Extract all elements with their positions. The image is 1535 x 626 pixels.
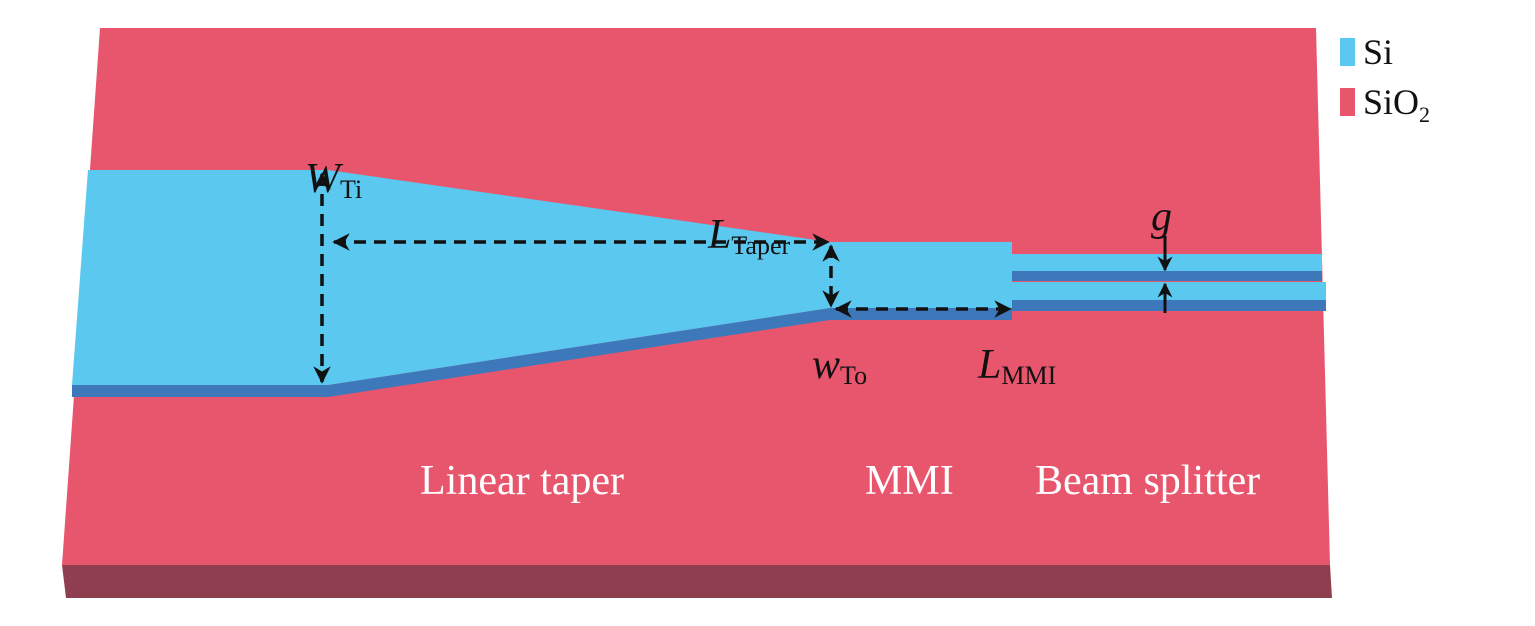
l-taper-label: LTaper xyxy=(707,212,791,260)
lower-arm xyxy=(1012,282,1326,300)
mmi-section xyxy=(830,242,1012,308)
upper-arm xyxy=(1012,254,1322,271)
upper-arm-side xyxy=(1012,271,1322,281)
legend: Si SiO2 xyxy=(1340,32,1430,127)
linear-taper xyxy=(72,170,830,385)
w-ti-label: WTi xyxy=(305,156,362,204)
region-label-mmi: MMI xyxy=(865,458,954,504)
g-label: g xyxy=(1151,194,1172,240)
legend-label-sio2: SiO2 xyxy=(1363,82,1430,127)
taper-side xyxy=(72,308,830,397)
l-mmi-label: LMMI xyxy=(977,342,1056,390)
legend-swatch-sio2 xyxy=(1340,88,1355,116)
region-label-taper: Linear taper xyxy=(420,458,624,504)
w-to-label: wTo xyxy=(812,342,867,390)
lower-arm-side xyxy=(1012,300,1326,311)
region-label-splitter: Beam splitter xyxy=(1035,458,1260,504)
sio2-substrate-front xyxy=(62,565,1332,598)
legend-swatch-si xyxy=(1340,38,1355,66)
legend-label-si: Si xyxy=(1363,32,1393,72)
